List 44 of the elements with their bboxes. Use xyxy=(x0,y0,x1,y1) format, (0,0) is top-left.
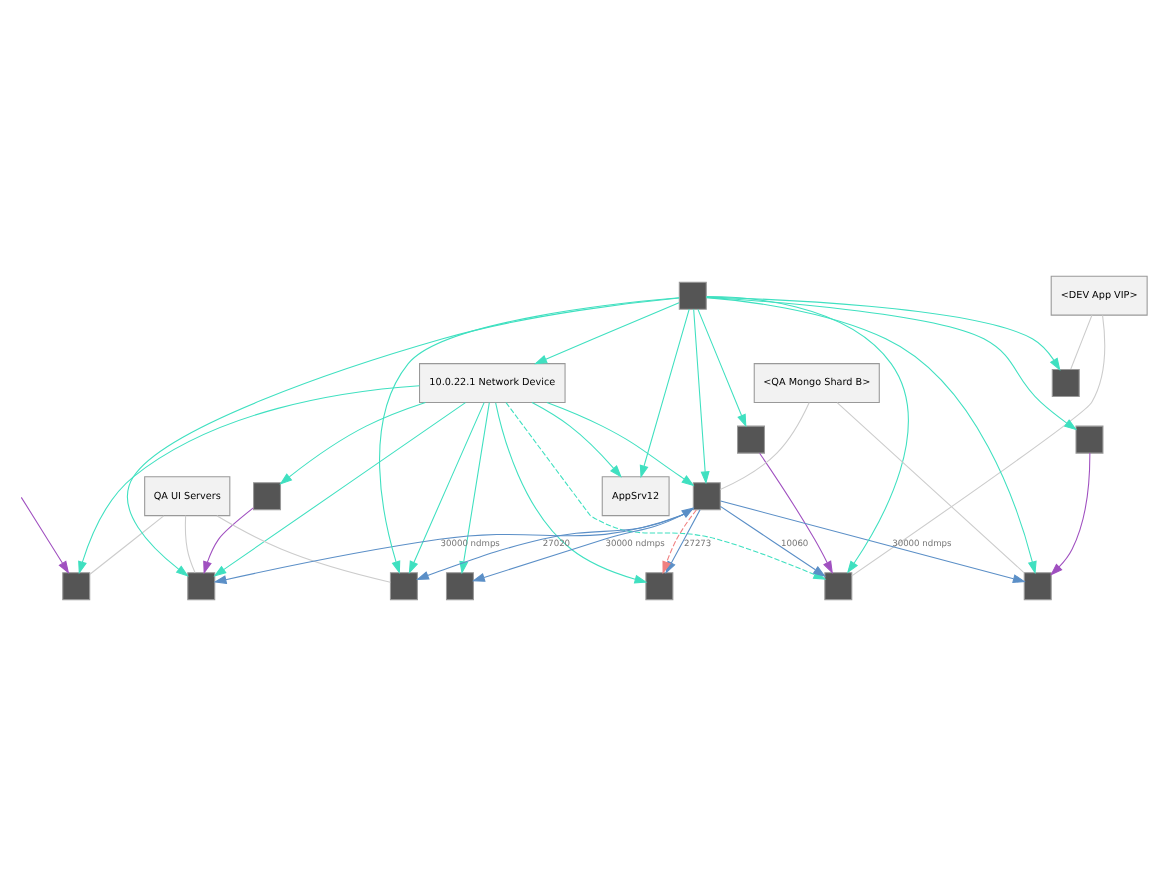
arrow xyxy=(213,402,466,577)
node-box xyxy=(389,572,418,601)
node-box xyxy=(824,572,853,601)
node-box xyxy=(62,572,91,601)
arrow xyxy=(78,385,421,575)
arrow xyxy=(706,297,1037,575)
arrow xyxy=(459,402,490,575)
arrow xyxy=(546,401,695,487)
arrow xyxy=(706,297,1078,431)
arrow xyxy=(697,308,747,428)
arrow xyxy=(706,296,1061,371)
arrow xyxy=(531,402,622,478)
arrow xyxy=(279,401,426,485)
arrow xyxy=(639,308,690,479)
connector xyxy=(89,515,165,575)
connector xyxy=(851,314,1106,577)
arrow xyxy=(495,402,648,584)
arrow xyxy=(719,505,826,577)
arrow xyxy=(416,508,694,581)
arrow xyxy=(20,496,70,574)
node-box xyxy=(678,281,707,310)
arrow xyxy=(203,507,254,575)
arrow xyxy=(213,508,694,584)
connector xyxy=(216,515,391,583)
node-box xyxy=(253,482,282,511)
connector xyxy=(836,402,1025,574)
connector xyxy=(1070,314,1093,370)
arrow xyxy=(759,452,833,574)
arrow xyxy=(1050,452,1091,576)
node-box xyxy=(187,572,216,601)
arrow xyxy=(534,302,680,365)
node-box xyxy=(692,482,721,511)
arrow xyxy=(471,507,695,582)
connector xyxy=(184,515,196,573)
arrow xyxy=(705,295,909,574)
connector xyxy=(719,401,810,491)
node-box xyxy=(645,572,674,601)
node-box xyxy=(1075,425,1104,454)
node-box xyxy=(1023,572,1052,601)
node-box xyxy=(1051,369,1080,398)
node-box xyxy=(445,572,474,601)
arrow xyxy=(408,402,485,575)
arrow xyxy=(693,308,710,485)
node-box xyxy=(737,425,765,454)
